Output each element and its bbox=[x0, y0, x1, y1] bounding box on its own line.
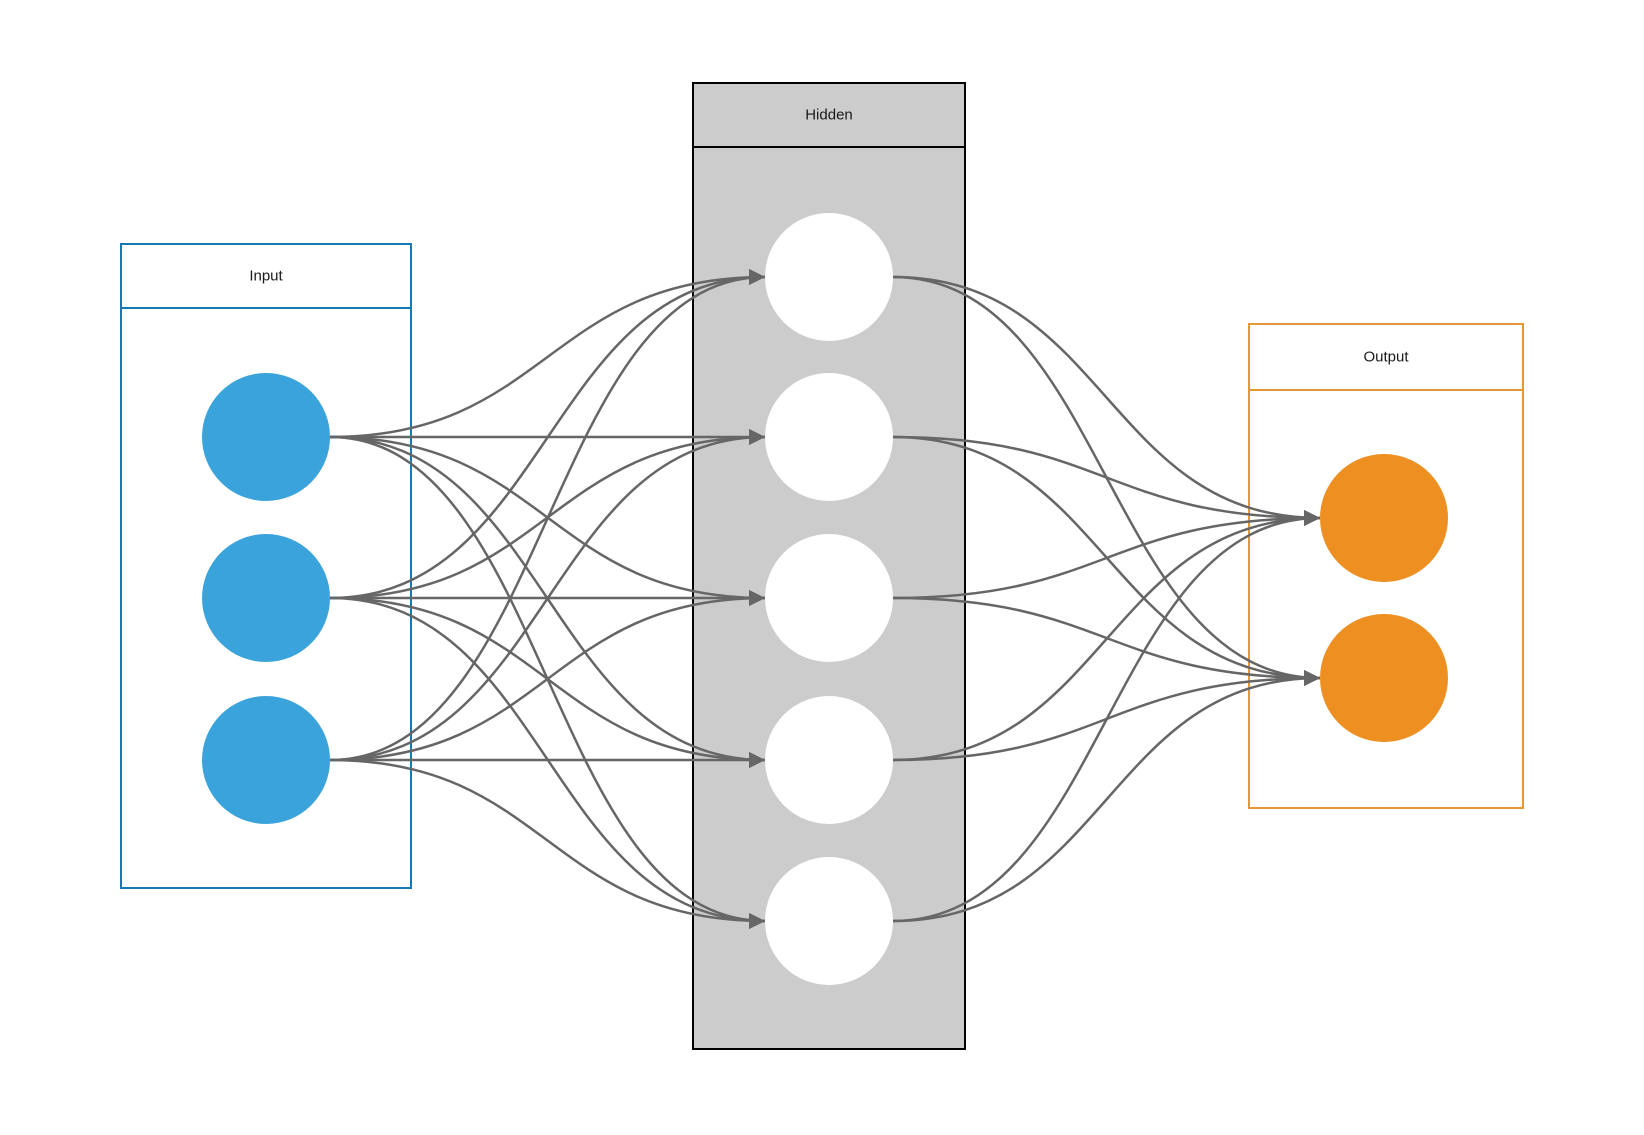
hidden-nodes bbox=[765, 213, 893, 985]
edge-hidden-to-output bbox=[892, 509, 1321, 600]
output-node-2 bbox=[1320, 614, 1448, 742]
edge-hidden-to-output bbox=[892, 509, 1321, 762]
hidden-node-5 bbox=[765, 857, 893, 985]
edge-input-to-hidden bbox=[329, 268, 766, 762]
output-layer-title: Output bbox=[1363, 349, 1409, 366]
edge-input-to-hidden bbox=[329, 268, 766, 439]
hidden-node-2 bbox=[765, 373, 893, 501]
edge-input-to-hidden bbox=[329, 428, 766, 762]
edge-input-to-hidden bbox=[329, 589, 766, 762]
edge-hidden-to-output bbox=[892, 669, 1321, 923]
edge-input-to-hidden bbox=[329, 758, 766, 930]
hidden-node-3 bbox=[765, 534, 893, 662]
edges-input-to-hidden bbox=[329, 268, 766, 930]
edge-hidden-to-output bbox=[892, 275, 1321, 527]
edge-hidden-to-output bbox=[892, 509, 1321, 923]
output-node-1 bbox=[1320, 454, 1448, 582]
hidden-layer-title: Hidden bbox=[805, 107, 853, 124]
input-node-2 bbox=[202, 534, 330, 662]
input-node-1 bbox=[202, 373, 330, 501]
output-nodes bbox=[1320, 454, 1448, 742]
input-nodes bbox=[202, 373, 330, 824]
hidden-node-1 bbox=[765, 213, 893, 341]
edge-hidden-to-output bbox=[892, 435, 1321, 527]
edge-input-to-hidden bbox=[329, 268, 766, 600]
input-layer-title: Input bbox=[249, 268, 283, 285]
input-node-3 bbox=[202, 696, 330, 824]
hidden-node-4 bbox=[765, 696, 893, 824]
edges-hidden-to-output bbox=[892, 275, 1321, 923]
